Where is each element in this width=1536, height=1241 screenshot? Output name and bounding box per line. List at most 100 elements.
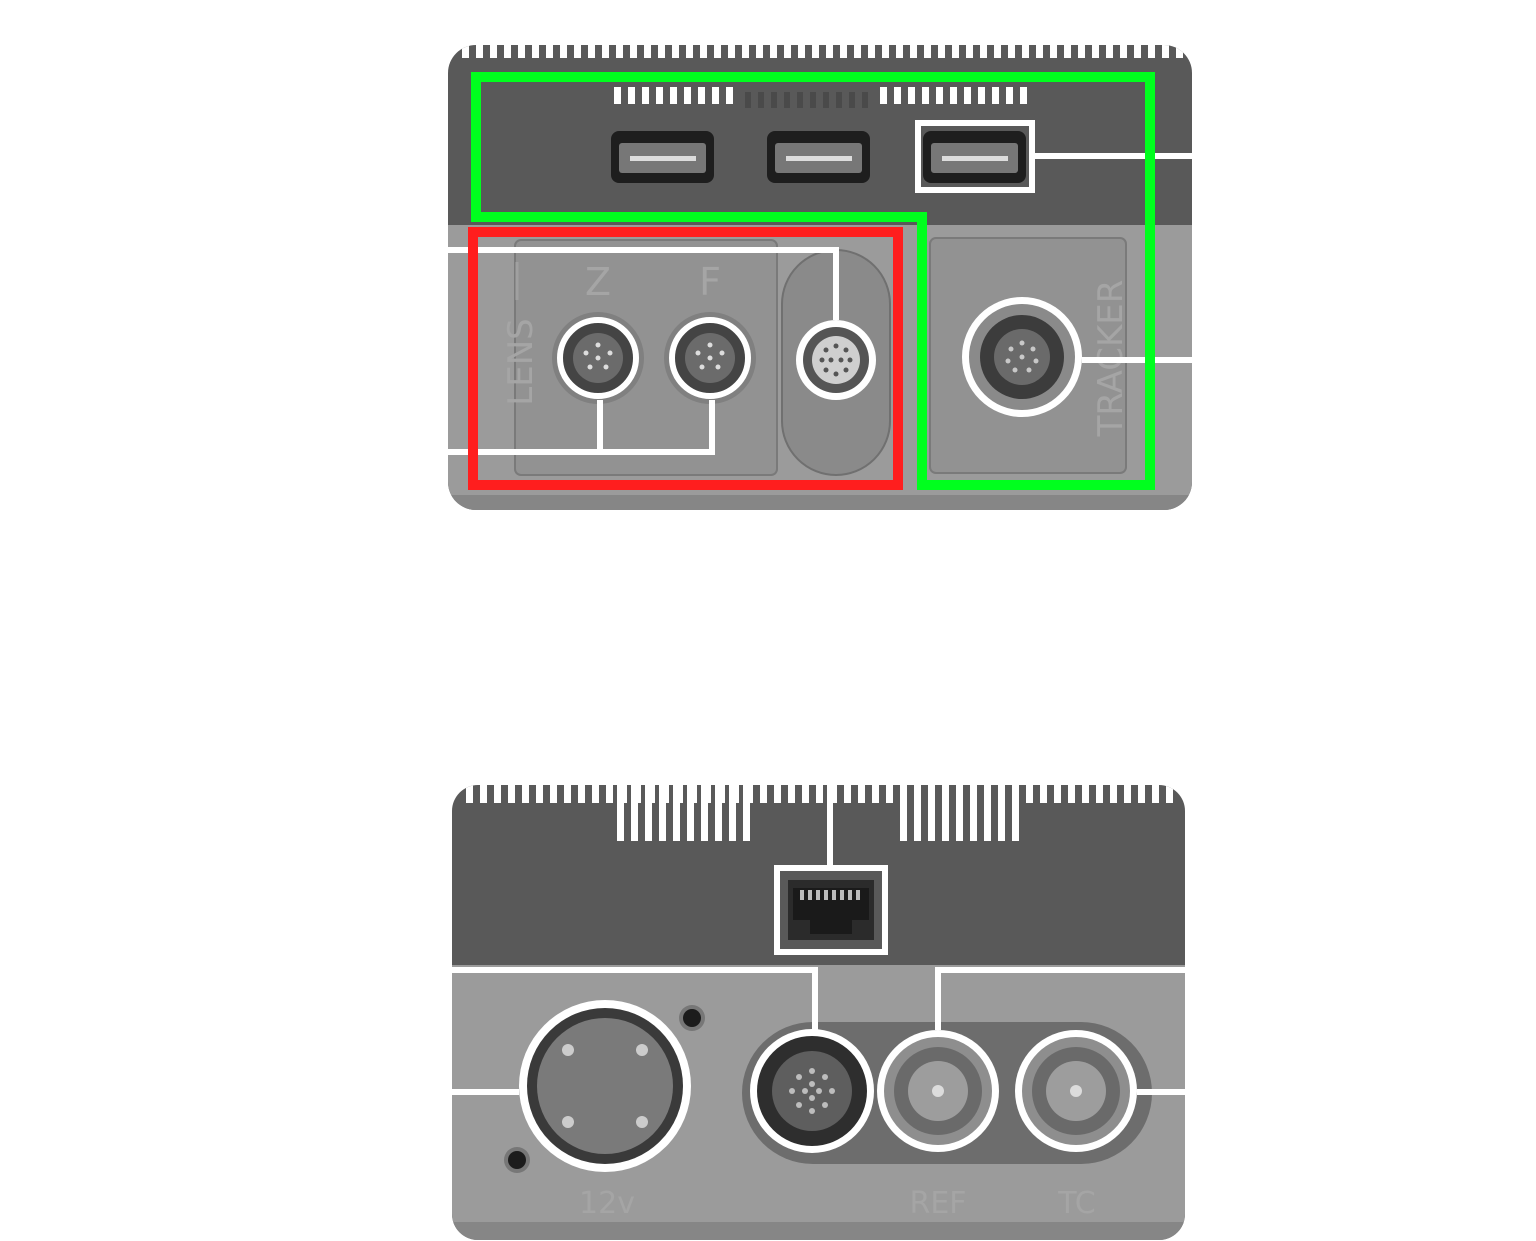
fin [896,45,903,58]
fin [1110,785,1117,803]
top-device-panel: LENS Z F [448,45,1192,510]
fin [480,785,487,803]
vent-slot [894,87,901,104]
fin [616,45,623,58]
vent-slot [684,87,691,104]
vent-slot [908,87,915,104]
rj45-pin [848,890,852,900]
fin [1120,45,1127,58]
aux-connector[interactable] [796,320,876,400]
fin [1166,785,1173,803]
fin [658,45,665,58]
vent-slot [726,87,733,104]
usb-port-3[interactable] [923,131,1026,183]
fin [630,45,637,58]
aux-12pin-connector[interactable] [750,1029,874,1153]
vent-slot [645,785,652,841]
fin [802,785,809,803]
rj45-pin [832,890,836,900]
fin [1092,45,1099,58]
fin [882,45,889,58]
fin [1078,45,1085,58]
bottom-callout-lines [452,967,1185,1095]
fin [644,45,651,58]
fin [714,45,721,58]
tc-bnc-connector[interactable] [1015,1030,1137,1152]
power-12v-connector[interactable] [519,1000,691,1172]
vent-slot [836,92,842,108]
vent-slot [914,785,921,841]
vent-slot [712,87,719,104]
fin [760,785,767,803]
tracker-connector[interactable] [962,297,1082,417]
fin [1162,45,1169,58]
lens-focus-connector[interactable] [664,312,756,404]
rj45-pin [856,890,860,900]
fin [504,45,511,58]
fin [854,45,861,58]
vent-slot [617,785,624,841]
zoom-label: Z [585,260,611,304]
fin [672,45,679,58]
power-label: 12v [579,1186,635,1221]
vent-slot [797,92,803,108]
focus-label: F [699,260,721,304]
fin [574,45,581,58]
vent-slot [628,87,635,104]
fin [938,45,945,58]
fin [606,785,613,803]
fin [518,45,525,58]
ref-bnc-connector[interactable] [877,1030,999,1152]
vent-slot [880,87,887,104]
lens-label: LENS [501,318,541,405]
vent-slot [687,785,694,841]
vent-slot [810,92,816,108]
fin [1050,45,1057,58]
fin [1054,785,1061,803]
lens-zoom-connector[interactable] [552,312,644,404]
ethernet-port[interactable] [774,865,888,955]
fin [1064,45,1071,58]
fin [1068,785,1075,803]
fin [546,45,553,58]
vent-slot [1006,87,1013,104]
fin [1026,785,1033,803]
vent-slot [729,785,736,841]
fin [816,785,823,803]
vent-slot [614,87,621,104]
fin [980,45,987,58]
vent-slot [928,785,935,841]
fin [536,785,543,803]
bottom-device-panel: 12v REF TC [452,785,1185,1240]
fin [588,45,595,58]
fin [728,45,735,58]
fin [826,45,833,58]
fin [1134,45,1141,58]
fin [1106,45,1113,58]
fin [784,45,791,58]
fin [560,45,567,58]
vent-slots-top [614,87,1027,108]
fin [1096,785,1103,803]
vent-slot [964,87,971,104]
fin [858,785,865,803]
usb-port-2[interactable] [767,131,870,183]
fin [592,785,599,803]
rj45-pin [840,890,844,900]
fin [550,785,557,803]
fin [1036,45,1043,58]
vent-slot [743,785,750,841]
fin [770,45,777,58]
fin [508,785,515,803]
fin [564,785,571,803]
usb-port-1[interactable] [611,131,714,183]
vent-slot [992,87,999,104]
fin [788,785,795,803]
vent-slot [1012,785,1019,841]
fin [812,45,819,58]
fin [886,785,893,803]
highlight-green-usb-tracker [471,72,1155,490]
fin [952,45,959,58]
vent-slot [970,785,977,841]
